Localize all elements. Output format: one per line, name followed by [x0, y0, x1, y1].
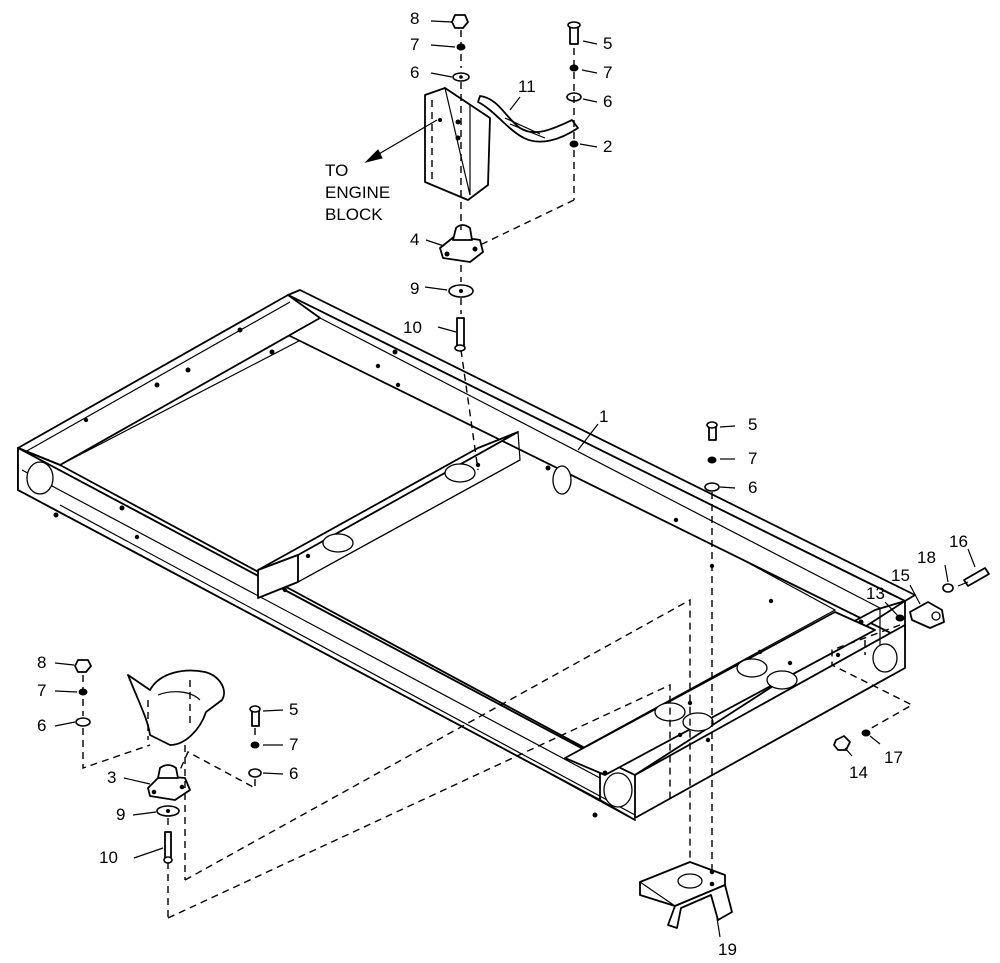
callout-9-lower: 9	[116, 805, 125, 824]
callout-14: 14	[849, 763, 868, 782]
callout-16: 16	[949, 532, 968, 551]
right-fastener-stack	[704, 421, 720, 870]
callout-5-lower: 5	[289, 700, 298, 719]
lower-left-mount-assembly	[74, 598, 691, 919]
callout-8-lower: 8	[37, 653, 46, 672]
callout-6-right: 6	[748, 478, 757, 497]
callout-1: 1	[599, 407, 608, 426]
callout-6-lower-left: 6	[37, 716, 46, 735]
callout-15: 15	[891, 566, 910, 585]
callout-6-top-right: 6	[603, 92, 612, 111]
leader-lines	[54, 20, 976, 938]
right-end-hardware	[831, 567, 990, 751]
callout-8-top: 8	[410, 9, 419, 28]
callout-2: 2	[603, 137, 612, 156]
base-frame	[17, 289, 916, 821]
callout-6-top-left: 6	[410, 63, 419, 82]
note-line-2: ENGINE	[325, 183, 390, 202]
callout-7-lower-left: 7	[37, 681, 46, 700]
callout-6-lower: 6	[289, 764, 298, 783]
callout-13: 13	[866, 584, 885, 603]
note-to-engine-block: TO ENGINE BLOCK	[325, 161, 390, 224]
callout-19: 19	[718, 940, 737, 959]
callout-9-top: 9	[410, 279, 419, 298]
bracket-19	[639, 861, 733, 929]
callout-labels: 1 2 3 4 5 5 5 6 6 6 6 6 7 7 7 7 7 8 8 9 …	[37, 9, 968, 959]
callout-7-top-right: 7	[603, 63, 612, 82]
callout-7-right: 7	[748, 449, 757, 468]
callout-10-lower: 10	[99, 848, 118, 867]
callout-7-lower: 7	[289, 735, 298, 754]
callout-5-right: 5	[748, 415, 757, 434]
callout-3: 3	[107, 768, 116, 787]
callout-17: 17	[884, 748, 903, 767]
note-line-1: TO	[325, 161, 348, 180]
callout-18: 18	[917, 548, 936, 567]
note-line-3: BLOCK	[325, 205, 383, 224]
callout-5-top: 5	[603, 34, 612, 53]
callout-11: 11	[518, 77, 536, 96]
top-mount-assembly	[364, 14, 582, 471]
callout-4: 4	[410, 230, 419, 249]
callout-7-top-left: 7	[410, 35, 419, 54]
callout-10-top: 10	[403, 318, 422, 337]
